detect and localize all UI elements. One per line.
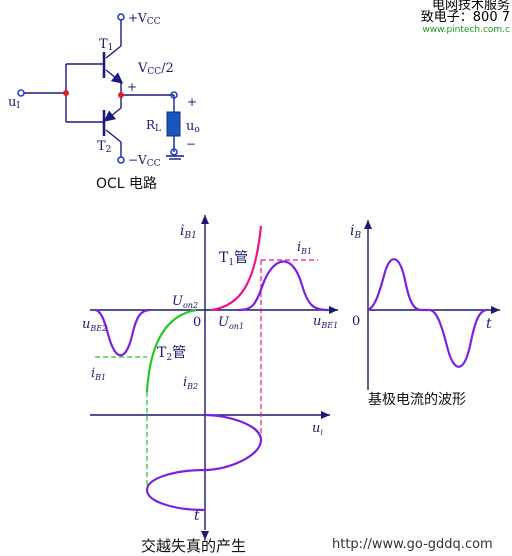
t2-label: T2	[97, 139, 111, 155]
t2-emitter	[103, 107, 122, 122]
t1-collector	[105, 45, 122, 59]
t2-tube-label: T2管	[157, 345, 186, 363]
plus-mid-label: +	[127, 80, 137, 94]
uo-label: uo	[186, 119, 200, 135]
t1-tube-label: T1管	[219, 250, 248, 268]
ui-label: uI	[8, 95, 20, 111]
t2-projection	[95, 356, 148, 490]
ib1-output-pulse	[236, 260, 329, 312]
footer-url[interactable]: http://www.go-gddq.com	[332, 537, 493, 552]
input-sine-wave	[145, 413, 263, 512]
ib-axis-label: iB	[350, 223, 361, 241]
base-wave-zero: 0	[352, 314, 360, 329]
input-node	[63, 90, 69, 96]
header-site: www.pintech.com.c	[422, 25, 510, 35]
header-line2: 致电子：800 7	[420, 10, 510, 25]
ube1-label: uBE1	[313, 314, 338, 330]
vertical-axis-arrow	[201, 215, 209, 224]
vcc-pos-label: +VCC	[128, 11, 161, 27]
t-axis-arrow	[201, 531, 209, 540]
base-current-wave	[367, 258, 488, 368]
ground-terminal	[170, 148, 178, 156]
t1-emitter	[105, 69, 124, 84]
base-wave-caption: 基极电流的波形	[368, 392, 466, 408]
header-line1: 电网技术服务	[431, 0, 510, 13]
rl-resistor	[166, 111, 181, 137]
minus-out-label: −	[186, 137, 196, 151]
output-node	[118, 92, 124, 98]
transfer-axes	[90, 215, 338, 530]
t1-label: T1	[99, 37, 113, 53]
mid-voltage-label: VCC/2	[137, 61, 174, 77]
vcc-neg-label: −VCC	[128, 153, 161, 169]
ui-axis-arrow	[321, 411, 330, 419]
ib2-output-pulse	[94, 308, 151, 357]
t1-projection	[260, 259, 318, 440]
uon1-label: Uon1	[218, 315, 244, 331]
origin-zero: 0	[193, 315, 201, 330]
ib1-axis-label: iB1	[180, 223, 197, 241]
t-axis-label: t	[194, 508, 200, 524]
ib2-axis-label: iB2	[183, 375, 198, 391]
ube2-label: uBE2	[82, 317, 107, 333]
base-wave-t-label: t	[486, 316, 492, 332]
vcc-pos-terminal	[117, 13, 125, 21]
t2-characteristic-curve	[145, 308, 197, 393]
ib-axis-arrow	[364, 220, 372, 229]
output-terminal	[170, 91, 178, 99]
uon2-label: Uon2	[172, 294, 198, 310]
vcc-neg-terminal	[117, 156, 125, 164]
t-axis-right-arrow	[491, 306, 500, 314]
ube-axis-arrow	[329, 306, 338, 314]
ib1-neg-label: iB1	[91, 366, 106, 382]
base-wave-axes	[367, 220, 500, 390]
t1-characteristic-curve	[211, 225, 263, 312]
ui-axis-label: ui	[312, 421, 323, 437]
ocl-caption: OCL 电路	[96, 176, 158, 192]
plus-out-label: +	[187, 95, 197, 109]
crossover-caption: 交越失真的产生	[141, 537, 247, 555]
rl-label: RL	[146, 118, 161, 134]
input-terminal	[17, 89, 25, 97]
t2-collector	[105, 129, 122, 143]
ib1-peak-label: iB1	[297, 240, 312, 256]
